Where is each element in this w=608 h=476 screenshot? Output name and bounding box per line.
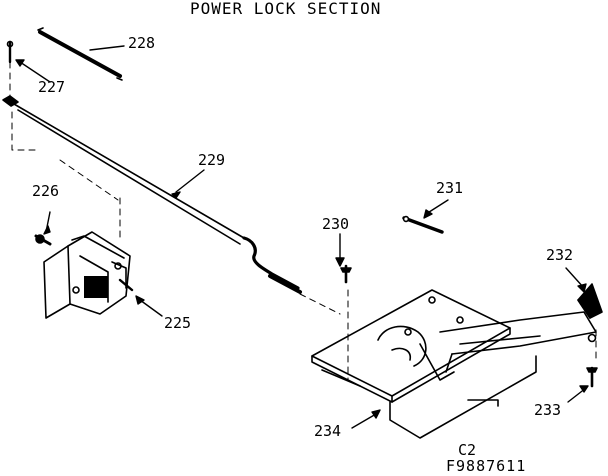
part-number-228: 228 xyxy=(128,34,156,52)
part-number-230: 230 xyxy=(322,215,350,233)
part-230-screw xyxy=(340,264,352,284)
part-number-226: 226 xyxy=(32,182,60,200)
section-code: C2 xyxy=(458,441,477,459)
part-number-234: 234 xyxy=(314,422,342,440)
part-226-screw xyxy=(34,234,52,246)
part-227-screw xyxy=(6,40,14,64)
figure-code: F9887611 xyxy=(446,457,527,475)
diagram-title: POWER LOCK SECTION xyxy=(190,0,382,18)
part-number-233: 233 xyxy=(534,401,562,419)
lever-arm xyxy=(439,311,597,373)
part-234-base-plate xyxy=(311,289,537,439)
part-231-pin xyxy=(402,215,444,234)
part-233-screw xyxy=(586,366,598,388)
part-number-229: 229 xyxy=(198,151,226,169)
leader-lines xyxy=(15,45,589,429)
part-225-actuator xyxy=(43,231,134,319)
part-number-227: 227 xyxy=(38,78,66,96)
part-number-225: 225 xyxy=(164,314,192,332)
part-232-knob xyxy=(577,283,603,343)
part-number-232: 232 xyxy=(546,246,574,264)
part-number-231: 231 xyxy=(436,179,464,197)
part-228-rod xyxy=(37,27,123,81)
alignment-lines xyxy=(9,61,597,381)
part-229-linkage-rod xyxy=(13,103,302,294)
